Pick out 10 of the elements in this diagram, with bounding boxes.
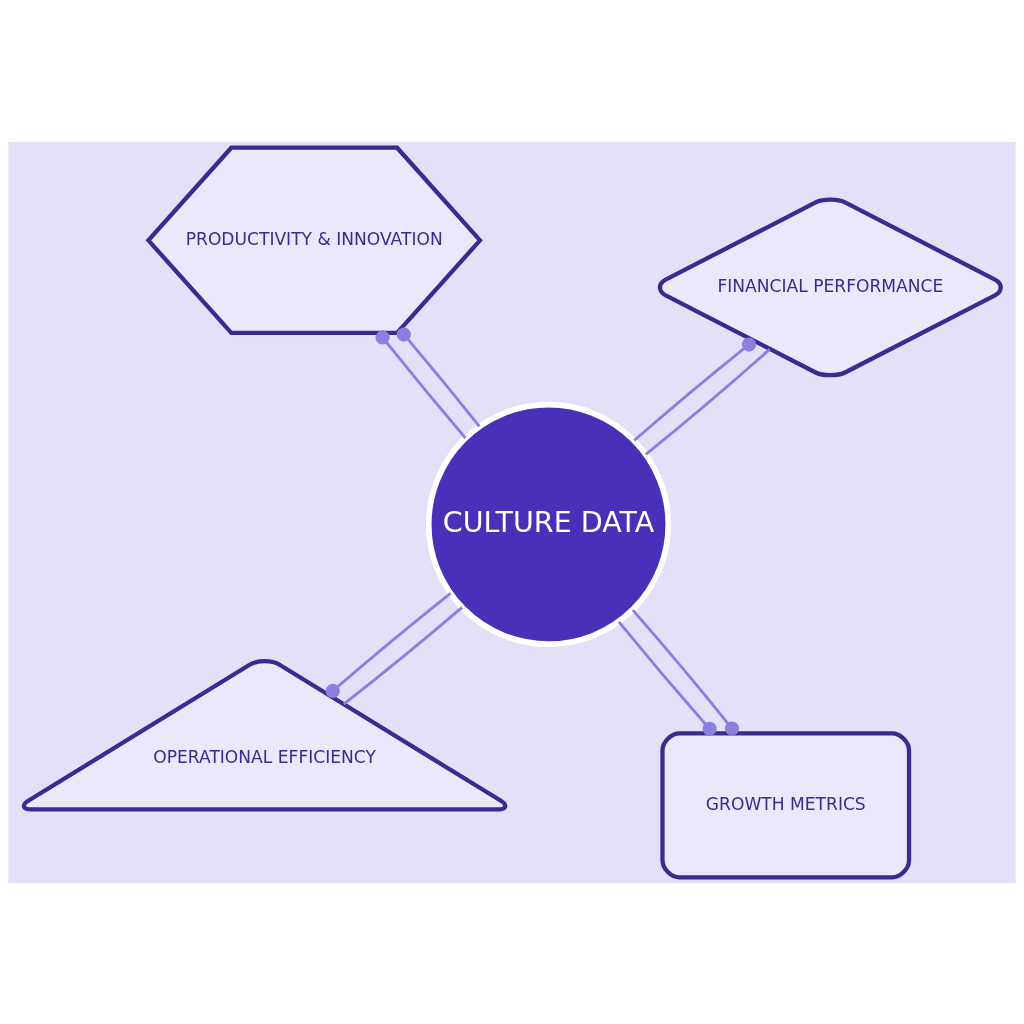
node-circle: CULTURE DATA xyxy=(425,401,672,647)
connector xyxy=(325,591,452,698)
connector xyxy=(617,620,717,736)
connector xyxy=(644,347,771,456)
connector xyxy=(342,605,464,705)
connector xyxy=(633,336,757,442)
connector xyxy=(375,329,467,439)
connector xyxy=(396,326,481,427)
node-box: GROWTH METRICS xyxy=(660,730,912,879)
connector xyxy=(631,608,740,736)
